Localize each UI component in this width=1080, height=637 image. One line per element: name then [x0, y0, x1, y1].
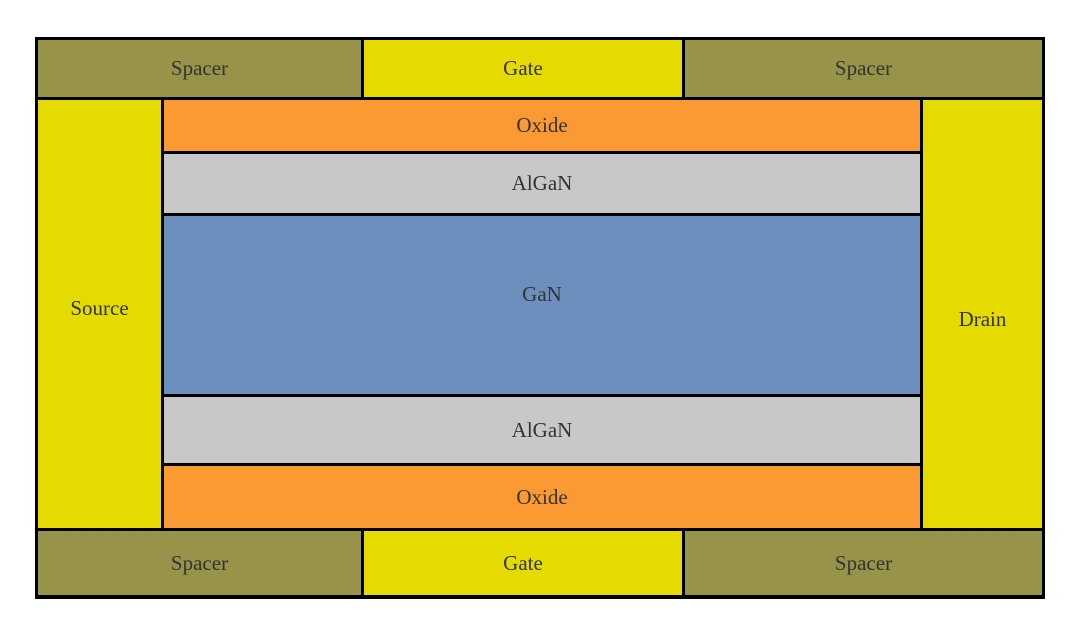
- top-left-spacer: Spacer: [38, 40, 361, 97]
- device-cross-section: Spacer Gate Spacer Source Oxide AlGaN Ga…: [35, 37, 1045, 599]
- top-gate-label: Gate: [503, 56, 543, 80]
- bottom-gate: Gate: [364, 531, 682, 595]
- algan-top-layer: AlGaN: [164, 154, 920, 213]
- bottom-right-spacer: Spacer: [685, 531, 1042, 595]
- algan-bottom-layer: AlGaN: [164, 397, 920, 463]
- oxide-bottom-label: Oxide: [516, 484, 568, 509]
- bottom-gate-label: Gate: [503, 550, 543, 575]
- oxide-bottom-layer: Oxide: [164, 466, 920, 528]
- top-right-spacer-label: Spacer: [834, 56, 893, 80]
- oxide-top-layer: Oxide: [164, 100, 920, 151]
- bottom-right-spacer-label: Spacer: [834, 550, 893, 575]
- algan-top-label: AlGaN: [511, 171, 573, 195]
- top-gate: Gate: [364, 40, 682, 97]
- source-contact: Source: [38, 100, 161, 528]
- top-right-spacer: Spacer: [685, 40, 1042, 97]
- bottom-left-spacer: Spacer: [38, 531, 361, 595]
- oxide-top-label: Oxide: [516, 113, 568, 137]
- source-label: Source: [70, 295, 129, 320]
- algan-bottom-label: AlGaN: [511, 417, 573, 442]
- top-left-spacer-label: Spacer: [170, 56, 229, 80]
- gan-label: GaN: [522, 281, 562, 306]
- drain-contact: Drain: [923, 100, 1042, 528]
- bottom-left-spacer-label: Spacer: [170, 550, 229, 575]
- drain-label: Drain: [958, 306, 1007, 331]
- gan-layer: GaN: [164, 216, 920, 394]
